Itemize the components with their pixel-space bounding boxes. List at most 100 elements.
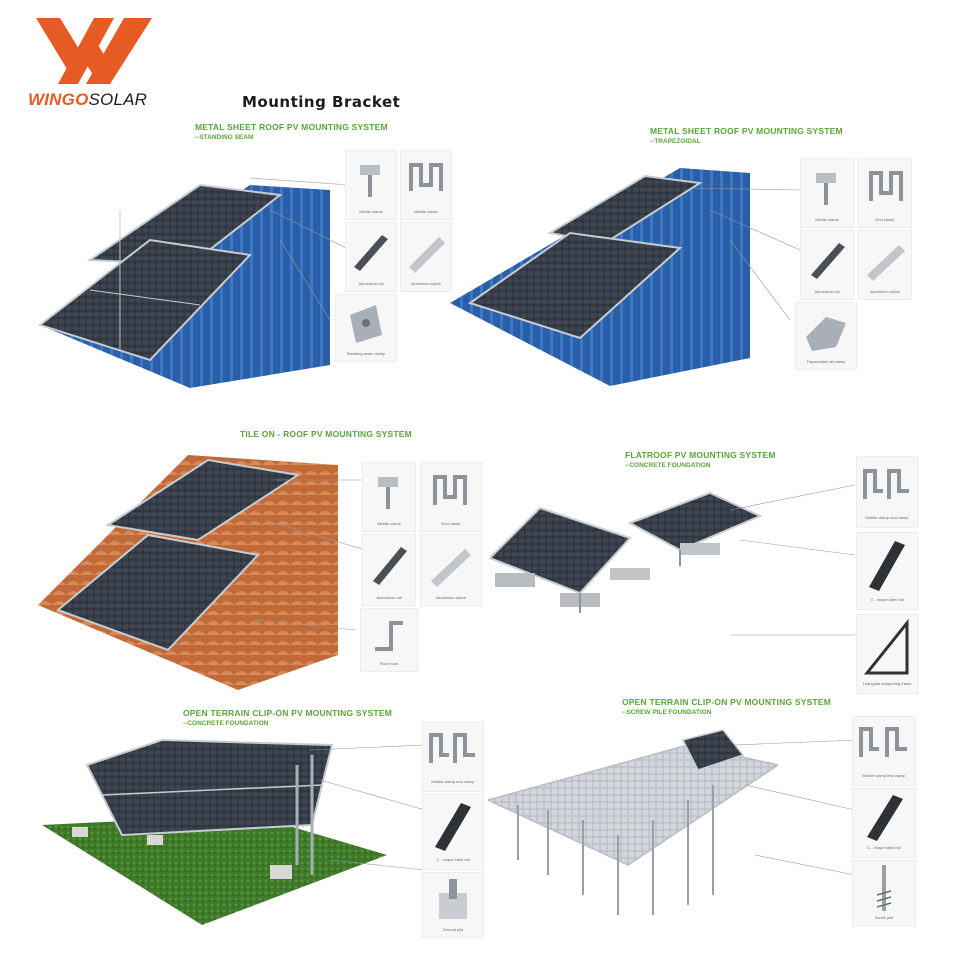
brand-name-bold: WINGO bbox=[28, 90, 89, 109]
leader-lines-5 bbox=[310, 744, 426, 871]
part-aluminium-splice-3: Aluminium splice bbox=[420, 534, 482, 606]
part-aluminium-rail-2: Aluminium rail bbox=[800, 230, 854, 300]
part-aluminium-rail-1: Aluminium rail bbox=[345, 222, 397, 292]
part-c-shape-rail-3: C - shape steel rail bbox=[852, 788, 916, 858]
part-caption: Middle clamp bbox=[377, 521, 401, 526]
system-6-title: OPEN TERRAIN CLIP-ON PV MOUNTING SYSTEM bbox=[622, 697, 831, 707]
part-aluminium-splice-2: Aluminium splice bbox=[858, 230, 912, 300]
splice-icon bbox=[867, 245, 905, 281]
leader-lines-2 bbox=[690, 187, 801, 321]
leader-lines-4 bbox=[730, 484, 856, 636]
part-caption: Aluminium splice bbox=[410, 281, 441, 286]
part-caption: Middle clamp bbox=[815, 217, 839, 222]
system-4-subtitle: --CONCRETE FOUNDATION bbox=[625, 462, 711, 469]
part-middle-clamp-1: Middle clamp bbox=[345, 150, 397, 220]
part-caption: Aluminium rail bbox=[814, 289, 840, 294]
system-3-title: TILE ON - ROOF PV MOUNTING SYSTEM bbox=[240, 429, 412, 439]
part-caption: C - shape steel rail bbox=[870, 597, 904, 602]
tile-roof-illustration bbox=[38, 455, 338, 690]
end-clamp-icon bbox=[869, 171, 903, 201]
part-caption: Middle clamp bbox=[414, 209, 438, 214]
part-triangular-frame: Triangular supporting frame bbox=[856, 614, 918, 694]
page-title: Mounting Bracket bbox=[242, 93, 401, 111]
system-5-subtitle: --CONCRETE FOUNDATION bbox=[183, 720, 269, 727]
part-caption: Standing seam clamp bbox=[346, 351, 386, 356]
flat-roof-illustration bbox=[490, 491, 763, 613]
open-terrain-screw-pile-illustration bbox=[488, 729, 778, 915]
leader-lines-1 bbox=[250, 177, 350, 321]
clamp-pair-icon bbox=[429, 733, 475, 763]
clamp-icon bbox=[378, 477, 398, 509]
end-clamp-icon bbox=[409, 163, 443, 191]
part-trapezoidal-rail-clamp: Trapezoidal rail clamp bbox=[795, 302, 857, 370]
rail-icon bbox=[354, 235, 388, 271]
part-caption: Middle clamp end clamp bbox=[431, 779, 475, 784]
part-aluminium-splice-1: Aluminium splice bbox=[400, 222, 452, 292]
part-caption: Aluminium splice bbox=[435, 595, 466, 600]
part-ground-pile: Ground pile bbox=[422, 872, 484, 938]
clamp-pair-icon bbox=[863, 469, 909, 499]
system-2-title: METAL SHEET ROOF PV MOUNTING SYSTEM bbox=[650, 126, 843, 136]
part-middle-clamp-2: Middle clamp bbox=[400, 150, 452, 220]
part-middle-clamp-4: Middle clamp bbox=[362, 462, 416, 532]
part-end-clamp-2: End clamp bbox=[420, 462, 482, 532]
triangle-frame-icon bbox=[863, 618, 909, 675]
rail-icon bbox=[811, 243, 845, 279]
rail-icon bbox=[373, 547, 407, 585]
clamp-icon bbox=[816, 173, 836, 205]
open-terrain-concrete-illustration bbox=[42, 738, 387, 925]
c-rail-icon bbox=[869, 541, 905, 591]
c-rail-icon bbox=[435, 803, 471, 851]
brand-logo: WINGOSOLAR bbox=[28, 12, 163, 112]
part-middle-end-clamp-3: Middle clamp end clamp bbox=[852, 716, 916, 786]
part-caption: Aluminium splice bbox=[869, 289, 900, 294]
part-c-shape-rail-1: C - shape steel rail bbox=[856, 532, 918, 610]
part-caption: Trapezoidal rail clamp bbox=[806, 359, 846, 364]
ground-pile-icon bbox=[439, 879, 467, 919]
splice-icon bbox=[409, 237, 445, 273]
part-caption: Screw pile bbox=[874, 915, 894, 920]
part-end-clamp-1: End clamp bbox=[858, 158, 912, 228]
system-1-title: METAL SHEET ROOF PV MOUNTING SYSTEM bbox=[195, 122, 388, 132]
part-caption: Ground pile bbox=[442, 927, 464, 932]
part-c-shape-rail-2: C - shape steel rail bbox=[422, 794, 484, 870]
part-caption: End clamp bbox=[875, 217, 895, 222]
part-caption: Roof hook bbox=[379, 661, 399, 666]
part-caption: Middle clamp end clamp bbox=[865, 515, 909, 520]
part-roof-hook: Roof hook bbox=[360, 608, 418, 672]
leader-lines-3 bbox=[254, 479, 365, 631]
part-screw-pile: Screw pile bbox=[852, 860, 916, 926]
part-caption: Aluminium rail bbox=[376, 595, 402, 600]
seam-clamp-icon bbox=[350, 305, 382, 343]
part-middle-clamp-3: Middle clamp bbox=[800, 158, 854, 228]
system-2-subtitle: --TRAPEZOIDAL bbox=[650, 138, 701, 145]
part-caption: C - shape steel rail bbox=[436, 857, 470, 862]
part-middle-end-clamp-1: Middle clamp end clamp bbox=[856, 456, 918, 528]
brand-name-light: SOLAR bbox=[88, 90, 148, 109]
clamp-pair-icon bbox=[859, 727, 907, 757]
trapezoid-clamp-icon bbox=[806, 317, 846, 351]
system-6-subtitle: --SCREW PILE FOUNDATION bbox=[622, 709, 712, 716]
part-caption: Middle clamp end clamp bbox=[862, 773, 906, 778]
part-aluminium-rail-3: Aluminium rail bbox=[362, 534, 416, 606]
part-caption: C - shape steel rail bbox=[867, 845, 901, 850]
part-caption: Middle clamp bbox=[359, 209, 383, 214]
end-clamp-icon bbox=[433, 475, 467, 505]
clamp-icon bbox=[360, 165, 380, 197]
c-rail-icon bbox=[867, 795, 903, 841]
part-caption: End clamp bbox=[441, 521, 461, 526]
roof-hook-icon bbox=[375, 621, 403, 651]
part-standing-seam-clamp: Standing seam clamp bbox=[335, 294, 397, 362]
standing-seam-roof-illustration bbox=[37, 183, 330, 388]
system-5-title: OPEN TERRAIN CLIP-ON PV MOUNTING SYSTEM bbox=[183, 708, 392, 718]
screw-pile-icon bbox=[876, 865, 892, 911]
part-middle-end-clamp-2: Middle clamp end clamp bbox=[422, 722, 484, 792]
part-caption: Triangular supporting frame bbox=[862, 681, 912, 686]
part-caption: Aluminium rail bbox=[358, 281, 384, 286]
trapezoidal-roof-illustration bbox=[450, 168, 750, 386]
brand-wordmark: WINGOSOLAR bbox=[28, 90, 168, 110]
splice-icon bbox=[431, 549, 471, 587]
wingo-logo-mark bbox=[36, 18, 152, 84]
leader-lines-6 bbox=[735, 739, 856, 876]
system-4-title: FLATROOF PV MOUNTING SYSTEM bbox=[625, 450, 776, 460]
